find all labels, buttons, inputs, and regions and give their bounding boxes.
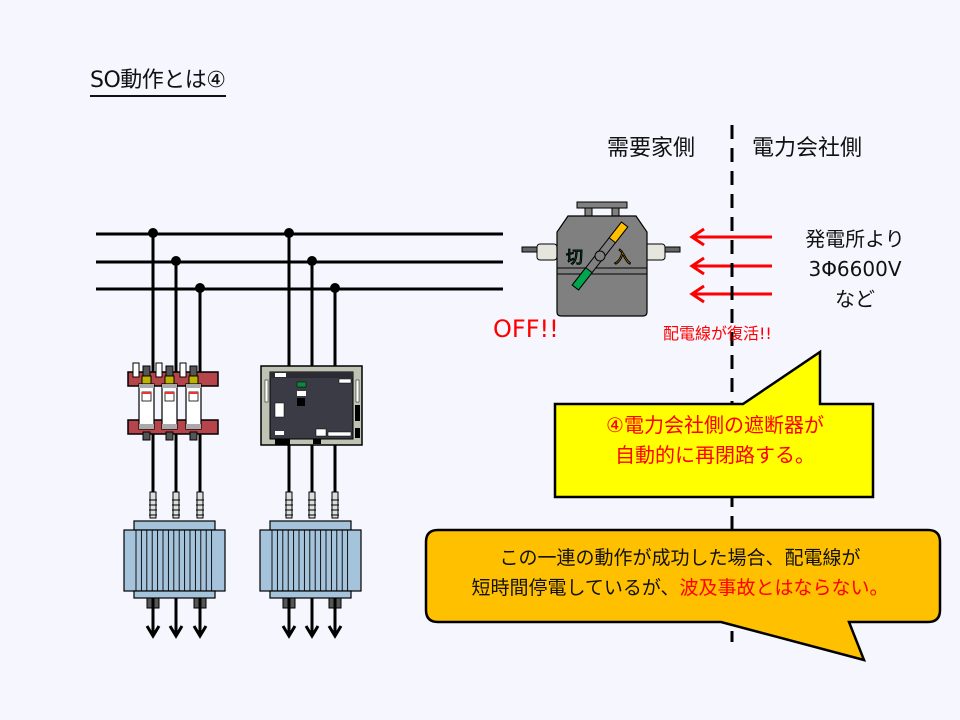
switch-off-label: 切 bbox=[566, 248, 583, 268]
customer-side-label: 需要家側 bbox=[607, 136, 696, 161]
arrow-down-icon bbox=[145, 625, 161, 639]
fuse-unit-icon bbox=[132, 362, 155, 441]
fuse-unit-icon bbox=[179, 362, 202, 441]
source-line-2: 3Φ6600V bbox=[808, 257, 902, 281]
switch-handle bbox=[571, 221, 629, 291]
fuse-unit-icon bbox=[155, 362, 178, 441]
pole-switch-icon: 切 入 bbox=[521, 201, 681, 317]
bus-lines bbox=[96, 232, 503, 291]
callout-step4-bubble bbox=[553, 349, 875, 499]
arrow-down-icon bbox=[304, 625, 320, 639]
callout-summary-line-1: この一連の動作が成功した場合、配電線が bbox=[499, 547, 861, 569]
callout-step4-line-2: 自動的に再閉路する。 bbox=[615, 443, 815, 467]
arrow-down-icon bbox=[192, 625, 208, 639]
junction-dots bbox=[148, 228, 340, 293]
source-line-1: 発電所より bbox=[805, 227, 905, 251]
callout-summary-highlight: 波及事故とはならない。 bbox=[679, 577, 889, 599]
callout-summary-line-2-normal: 短時間停電しているが、 bbox=[471, 577, 680, 599]
arrow-left-icon bbox=[689, 227, 772, 247]
callout-step4-text: ④電力会社側の遮断器が 自動的に再閉路する。 bbox=[560, 410, 870, 470]
page-title: SO動作とは④ bbox=[90, 68, 226, 97]
relay-panel-icon bbox=[260, 365, 363, 446]
callout-summary-line-2: 短時間停電しているが、波及事故とはならない。 bbox=[425, 573, 935, 603]
line-restored-label: 配電線が復活!! bbox=[663, 324, 772, 343]
supply-arrows bbox=[689, 227, 772, 304]
arrow-down-icon bbox=[327, 625, 343, 639]
transformer-icon bbox=[259, 491, 362, 639]
arrow-down-icon bbox=[168, 625, 184, 639]
callout-summary-text: この一連の動作が成功した場合、配電線が 短時間停電しているが、波及事故とはならな… bbox=[425, 543, 935, 603]
power-source-label: 発電所より 3Φ6600V など bbox=[790, 224, 920, 314]
switch-status-label: OFF!! bbox=[493, 315, 559, 343]
arrow-down-icon bbox=[281, 625, 297, 639]
callout-step4-line-1: ④電力会社側の遮断器が bbox=[606, 413, 824, 437]
source-line-3: など bbox=[835, 287, 875, 311]
transformers bbox=[123, 491, 362, 639]
callout-summary-bubble bbox=[424, 528, 942, 662]
utility-side-label: 電力会社側 bbox=[752, 136, 863, 161]
switch-on-label: 入 bbox=[614, 248, 631, 268]
fuse-switch-icon bbox=[127, 362, 219, 441]
transformer-icon bbox=[123, 491, 226, 639]
